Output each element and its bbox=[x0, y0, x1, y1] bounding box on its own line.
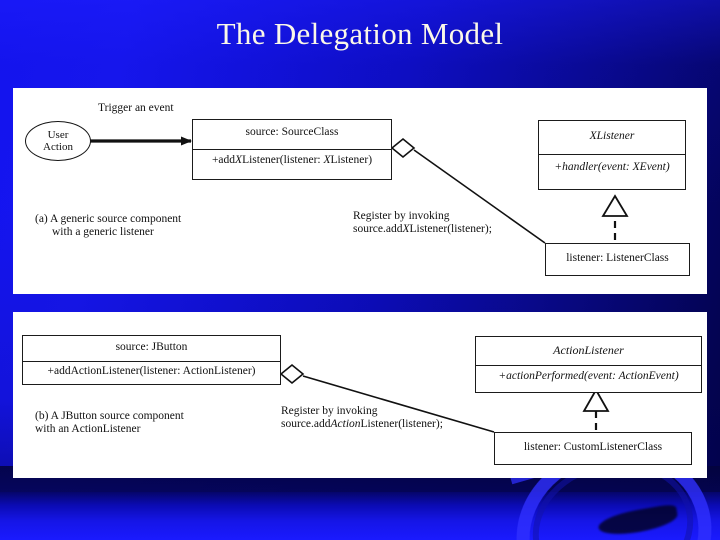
figure-a-caption: (a) A generic source component with a ge… bbox=[35, 213, 181, 239]
xlistener-method: +handler(event: XEvent) bbox=[554, 161, 670, 173]
listener-class-header: listener: ListenerClass bbox=[566, 252, 669, 264]
slide-footer-band bbox=[0, 492, 720, 540]
register-note-b-line1: Register by invoking bbox=[281, 405, 378, 417]
figure-panel-b: source: JButton +addActionListener(liste… bbox=[13, 312, 707, 478]
listener-class-box-a: listener: ListenerClass bbox=[545, 243, 690, 276]
figure-panel-a: User Action Trigger an event source: Sou… bbox=[13, 88, 707, 294]
trigger-event-label: Trigger an event bbox=[98, 102, 174, 114]
figure-b-caption: (b) A JButton source component with an A… bbox=[35, 410, 184, 436]
source-class-header: source: SourceClass bbox=[245, 126, 339, 138]
source-class-box-a: source: SourceClass +addXListener(listen… bbox=[192, 119, 392, 180]
figure-a-connectors bbox=[90, 136, 629, 244]
register-note-a-line1: Register by invoking bbox=[353, 210, 450, 222]
jbutton-method: +addActionListener(listener: ActionListe… bbox=[47, 365, 256, 377]
figure-b-connectors bbox=[279, 363, 610, 433]
actionlistener-method: +actionPerformed(event: ActionEvent) bbox=[498, 370, 679, 382]
actor-label-line2: Action bbox=[43, 141, 73, 153]
actionlistener-interface-box: ActionListener +actionPerformed(event: A… bbox=[475, 336, 702, 393]
figure-a-caption-line2: with a generic listener bbox=[52, 226, 154, 239]
figure-a-caption-line1: (a) A generic source component bbox=[35, 213, 182, 225]
source-class-method: +addXListener(listener: XListener) bbox=[211, 154, 373, 166]
xlistener-interface-box: XListener +handler(event: XEvent) bbox=[538, 120, 686, 190]
source-class-box-b: source: JButton +addActionListener(liste… bbox=[22, 335, 281, 385]
user-action-actor: User Action bbox=[25, 121, 91, 161]
actor-label-line1: User bbox=[47, 128, 69, 141]
register-note-a-line2: source.addXListener(listener); bbox=[353, 223, 492, 236]
register-note-b-line2: source.addActionListener(listener); bbox=[281, 418, 443, 431]
xlistener-header: XListener bbox=[589, 130, 635, 142]
register-note-b: Register by invoking source.addActionLis… bbox=[281, 405, 443, 431]
figure-b-caption-line2: with an ActionListener bbox=[35, 423, 141, 436]
actionlistener-header: ActionListener bbox=[553, 343, 624, 357]
figure-b-caption-line1: (b) A JButton source component bbox=[35, 410, 184, 422]
page-title: The Delegation Model bbox=[216, 16, 504, 51]
listener-class-box-b: listener: CustomListenerClass bbox=[494, 432, 692, 465]
figure-b-diagram: source: JButton +addActionListener(liste… bbox=[13, 312, 707, 478]
jbutton-header: source: JButton bbox=[115, 341, 188, 353]
figure-a-diagram: User Action Trigger an event source: Sou… bbox=[13, 88, 707, 294]
register-note-a: Register by invoking source.addXListener… bbox=[353, 210, 492, 236]
customlistener-header: listener: CustomListenerClass bbox=[523, 441, 663, 453]
